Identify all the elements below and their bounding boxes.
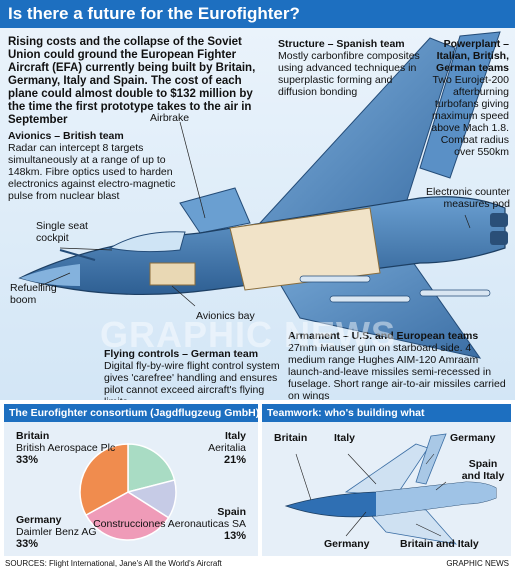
armament-body: 27mm Mauser gun on starboard side. 4 med… <box>288 342 506 400</box>
consortium-spain: Spain Construcciones Aeronauticas SA 13% <box>93 506 246 542</box>
consortium-company: British Aerospace Plc <box>16 442 116 454</box>
consortium-company: Daimler Benz AG <box>16 526 97 538</box>
consortium-share: 21% <box>223 454 246 466</box>
missile <box>419 289 491 297</box>
armament-callout: Armament – U.S. and European teams 27mm … <box>288 330 510 400</box>
footer: SOURCES: Flight International, Jane's Al… <box>0 558 515 570</box>
powerplant-body: Two Eurojet-200 afterburning turbofans g… <box>431 74 509 158</box>
teamwork-germany-top-label: Germany <box>450 432 496 444</box>
teamwork-panel: Teamwork: who's building what Britain It… <box>262 404 511 556</box>
avionics-bay-cutaway <box>149 262 196 286</box>
flying-controls-callout: Flying controls – German team Digital fl… <box>104 348 284 400</box>
canard <box>179 187 251 234</box>
powerplant-callout: Powerplant – Italian, British, German te… <box>421 38 509 158</box>
teamwork-britain-label: Britain <box>274 432 308 444</box>
teamwork-italy-label: Italy <box>334 432 356 444</box>
intro-paragraph: Rising costs and the collapse of the Sov… <box>8 36 256 126</box>
consortium-heading: The Eurofighter consortium (Jagdflugzeug… <box>4 404 259 422</box>
teamwork-tail <box>415 433 447 485</box>
structure-body: Mostly carbonfibre composites using adva… <box>278 50 420 98</box>
missile <box>299 275 371 283</box>
consortium-country: Spain <box>217 506 246 518</box>
nose-cone <box>20 264 80 286</box>
refuelling-label: Refuelling boom <box>10 282 57 306</box>
title-bar: Is there a future for the Eurofighter? <box>0 0 515 28</box>
consortium-italy: Italy Aeritalia 21% <box>208 430 246 466</box>
ecm-callout: Electronic counter measures pod <box>425 186 510 210</box>
consortium-company: Aeritalia <box>208 442 246 454</box>
teamwork-rear-fuselage <box>376 482 496 516</box>
avionics-body: Radar can intercept 8 targets simultaneo… <box>8 142 176 202</box>
consortium-country: Britain <box>16 430 50 442</box>
consortium-pie-chart <box>79 443 177 541</box>
cockpit-label: Single seat cockpit <box>36 220 88 244</box>
structure-heading: Structure – Spanish team <box>278 38 405 50</box>
page-title: Is there a future for the Eurofighter? <box>8 4 300 23</box>
credit-line: GRAPHIC NEWS <box>446 559 509 568</box>
consortium-country: Germany <box>16 514 62 526</box>
consortium-panel: The Eurofighter consortium (Jagdflugzeug… <box>4 404 259 556</box>
consortium-country: Italy <box>224 430 246 442</box>
teamwork-heading: Teamwork: who's building what <box>262 404 511 422</box>
sources-line: SOURCES: Flight International, Jane's Al… <box>5 559 222 568</box>
cutaway-section <box>229 207 381 291</box>
pie-slice-italy <box>127 443 176 493</box>
flying-controls-body: Digital fly-by-wire flight control syste… <box>104 360 280 400</box>
engine-nozzle <box>490 213 508 227</box>
missile <box>329 295 411 303</box>
avionics-callout: Avionics – British team Radar can interc… <box>8 130 176 202</box>
consortium-share: 13% <box>223 530 246 542</box>
cockpit-canopy <box>108 231 186 253</box>
consortium-britain: Britain British Aerospace Plc 33% <box>16 430 115 466</box>
consortium-share: 33% <box>16 454 39 466</box>
flying-controls-heading: Flying controls – German team <box>104 348 259 360</box>
avionics-heading: Avionics – British team <box>8 130 124 142</box>
airbrake-label: Airbrake <box>150 112 190 124</box>
armament-heading: Armament – U.S. and European teams <box>288 330 479 342</box>
teamwork-spain-italy-label: Spain and Italy <box>461 458 505 482</box>
watermark: GRAPHIC NEWS <box>100 314 397 355</box>
avionics-bay-label: Avionics bay <box>196 310 255 322</box>
consortium-germany: Germany Daimler Benz AG 33% <box>16 514 97 550</box>
consortium-company: Construcciones Aeronauticas SA <box>93 518 246 530</box>
tail-fin <box>419 31 501 179</box>
teamwork-diagram <box>284 433 497 545</box>
teamwork-britain-italy-label: Britain and Italy <box>400 538 479 550</box>
powerplant-heading: Powerplant – Italian, British, German te… <box>436 38 509 74</box>
structure-callout: Structure – Spanish team Mostly carbonfi… <box>278 38 428 98</box>
main-illustration-panel: Rising costs and the collapse of the Sov… <box>0 28 515 400</box>
pie-slice-britain <box>79 443 129 517</box>
engine-nozzle <box>490 231 508 245</box>
eurofighter-illustration <box>18 31 508 359</box>
teamwork-germany-bottom-label: Germany <box>324 538 370 550</box>
consortium-share: 33% <box>16 538 39 550</box>
refuelling-boom <box>59 249 96 261</box>
